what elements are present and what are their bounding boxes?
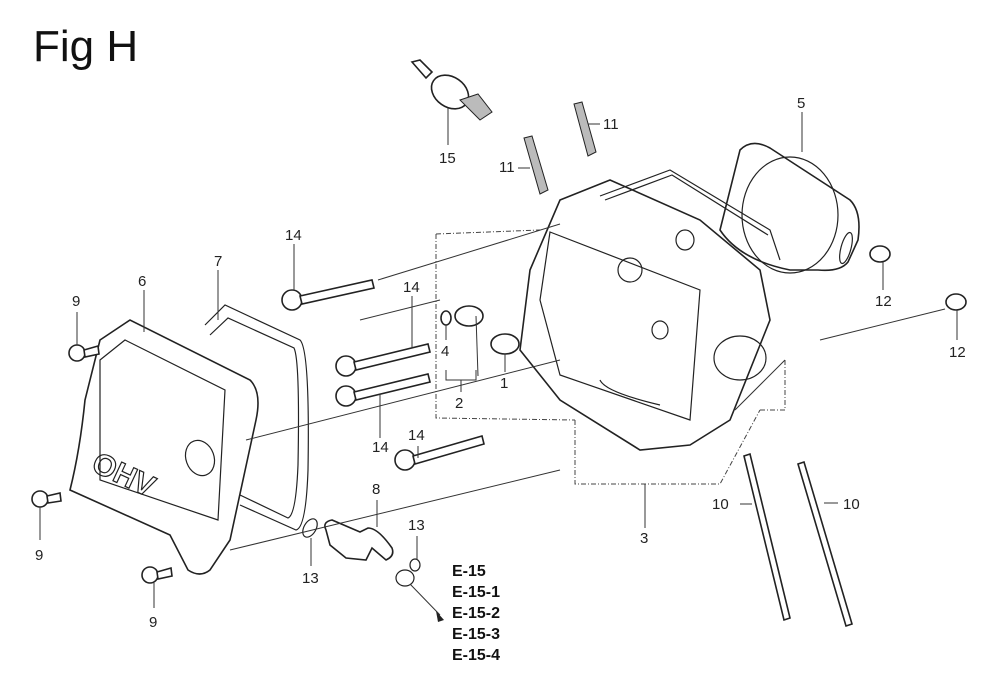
figure-title: Fig H: [33, 22, 139, 71]
callout-6: 6: [138, 273, 146, 290]
cover-bolt-9-top[interactable]: [68, 312, 100, 362]
reference-link-e15[interactable]: E-15: [452, 563, 486, 580]
tube-clip-13-left[interactable]: [300, 516, 320, 566]
callout-8: 8: [372, 481, 380, 498]
valve-guide-1[interactable]: [490, 333, 520, 372]
valve-guide-2[interactable]: [454, 305, 484, 377]
stud-bolt-11-left[interactable]: [518, 135, 549, 195]
bracket-2: [445, 370, 477, 381]
long-stud-bolt-10-right[interactable]: [797, 460, 853, 628]
reference-link-e15-4[interactable]: E-15-4: [452, 647, 501, 664]
reference-link-e15-1[interactable]: E-15-1: [452, 584, 501, 601]
cylinder-head-assembly[interactable]: [519, 169, 781, 451]
callout-12: 12: [875, 293, 892, 310]
callout-11: 11: [499, 159, 515, 176]
callout-9: 9: [35, 547, 43, 564]
callout-12: 12: [949, 344, 966, 361]
flange-bolt-14-top[interactable]: [281, 223, 561, 311]
callout-14: 14: [372, 439, 389, 456]
tube-clip-13-right[interactable]: [395, 536, 444, 622]
reference-link-e15-3[interactable]: E-15-3: [452, 626, 501, 643]
callout-13: 13: [302, 570, 319, 587]
long-stud-bolt-10-left[interactable]: [740, 452, 791, 622]
callout-10: 10: [712, 496, 729, 513]
callout-14: 14: [285, 227, 302, 244]
bracket-3b: [435, 234, 576, 421]
callout-11: 11: [603, 116, 619, 133]
cover-bolt-9-left[interactable]: [31, 490, 62, 540]
callout-9: 9: [149, 614, 157, 631]
reference-arrow-icon: [436, 611, 444, 622]
callout-5: 5: [797, 95, 805, 112]
callout-3: 3: [640, 530, 648, 547]
callout-14: 14: [403, 279, 420, 296]
cover-bolt-9-bottom[interactable]: [141, 566, 173, 608]
breather-tube[interactable]: [324, 500, 394, 561]
head-cover-gasket[interactable]: [204, 270, 309, 531]
flange-bolt-14-mid2[interactable]: [335, 373, 431, 438]
bracket-3: [574, 409, 761, 485]
callout-7: 7: [214, 253, 222, 270]
reference-link-e15-2[interactable]: E-15-2: [452, 605, 501, 622]
valve-guide-clip-4[interactable]: [440, 310, 452, 340]
flange-bolt-14-mid1[interactable]: [335, 296, 431, 377]
callout-4: 4: [441, 343, 449, 360]
dowel-pin-12-lower[interactable]: [819, 293, 967, 341]
callout-14: 14: [408, 427, 425, 444]
callout-9: 9: [72, 293, 80, 310]
callout-13: 13: [408, 517, 425, 534]
callout-10: 10: [843, 496, 860, 513]
callout-15: 15: [439, 150, 456, 167]
head-cover[interactable]: [69, 290, 259, 575]
spark-plug[interactable]: [410, 59, 493, 145]
dowel-pin-12-upper[interactable]: [869, 245, 891, 290]
flange-bolt-14-low[interactable]: [394, 435, 485, 471]
callout-2: 2: [455, 395, 463, 412]
stud-bolt-11-right[interactable]: [573, 101, 600, 157]
callout-1: 1: [500, 375, 508, 392]
cylinder-head-gasket[interactable]: [719, 112, 860, 274]
